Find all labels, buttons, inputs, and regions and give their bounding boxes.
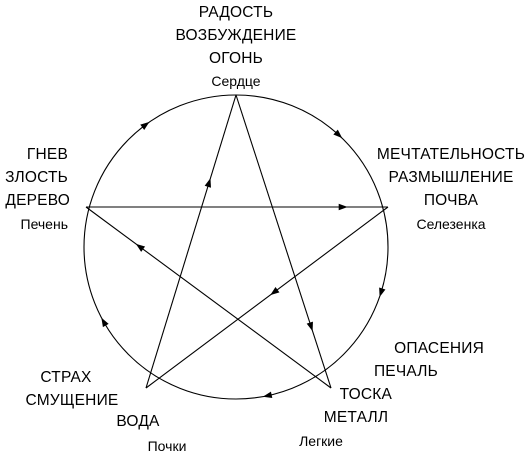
fire-emotion-joy: РАДОСТЬ [198, 4, 274, 21]
water-emotion-confusion: СМУЩЕНИЕ [25, 392, 119, 409]
star-arrow-water-fire [204, 178, 211, 188]
fire-emotion-excitement: ВОЗБУЖДЕНИЕ [175, 27, 297, 44]
earth-organ-spleen: Селезенка [416, 216, 486, 232]
water-emotion-fear: СТРАХ [40, 369, 92, 386]
metal-organ-lungs: Легкие [299, 433, 343, 449]
star-arrow-fire-metal [306, 321, 313, 332]
star-line-water-fire [145, 94, 237, 389]
wood-emotion-anger: ГНЕВ [26, 146, 68, 163]
star-line-metal-wood [85, 206, 332, 389]
wood-element-name: ДЕРЕВО [5, 192, 70, 209]
metal-emotion-longing: ТОСКА [339, 386, 392, 403]
star-line-earth-water [145, 206, 389, 389]
fire-element-name: ОГОНЬ [208, 50, 264, 67]
control-star-arrows [135, 178, 348, 332]
earth-emotion-daydreaming: МЕЧТАТЕЛЬНОСТЬ [376, 146, 526, 163]
cycle-arrow-4 [101, 317, 109, 328]
cycle-arrow-2 [379, 287, 386, 298]
earth-emotion-reflection: РАЗМЫШЛЕНИЕ [388, 169, 514, 186]
wood-organ-liver: Печень [20, 216, 69, 232]
cycle-circle [83, 94, 389, 400]
cycle-arrow-1 [333, 129, 343, 139]
star-arrow-wood-earth [338, 203, 348, 211]
cycle-arrow-3 [262, 391, 273, 399]
earth-element-name: ПОЧВА [423, 192, 479, 209]
water-element-name: ВОДА [116, 413, 160, 430]
cycle-arrow-5 [140, 121, 150, 130]
star-arrow-earth-water [270, 287, 280, 296]
metal-element-name: МЕТАЛЛ [323, 409, 389, 426]
generation-cycle-arrows [101, 121, 386, 399]
control-star [85, 94, 389, 389]
water-organ-kidneys: Почки [147, 438, 187, 454]
wood-emotion-malice: ЗЛОСТЬ [5, 169, 68, 186]
star-arrow-metal-wood [135, 243, 146, 252]
metal-emotion-fears: ОПАСЕНИЯ [394, 340, 484, 357]
fire-organ-heart: Сердце [211, 73, 261, 89]
star-line-fire-metal [235, 94, 332, 389]
metal-emotion-sadness: ПЕЧАЛЬ [373, 363, 438, 380]
